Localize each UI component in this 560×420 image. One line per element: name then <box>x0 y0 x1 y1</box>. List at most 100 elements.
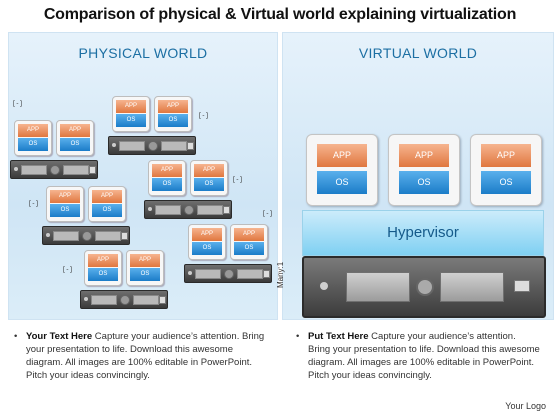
logo-text: Your Logo <box>505 401 546 411</box>
drive-bay <box>91 295 117 305</box>
app-block: APP <box>130 254 160 267</box>
physical-world-heading: PHYSICAL WORLD <box>78 45 208 61</box>
drive-bay <box>346 272 410 302</box>
drive-bay <box>119 141 145 151</box>
drive-bay <box>195 269 221 279</box>
app-block: APP <box>116 100 146 113</box>
left-bullet-lead: Your Text Here <box>26 331 93 342</box>
server-led <box>14 167 18 171</box>
virtual-machine: APP OS <box>388 134 460 206</box>
virtual-world-heading: VIRTUAL WORLD <box>358 45 478 61</box>
os-block: OS <box>194 178 224 191</box>
drive-bay <box>197 205 223 215</box>
server-box <box>144 200 232 219</box>
bullet-icon: • <box>14 331 18 342</box>
app-block: APP <box>158 100 188 113</box>
hypervisor-layer: Hypervisor <box>302 210 544 256</box>
right-bullet-text: • Put Text Here Capture your audience’s … <box>296 330 540 382</box>
server-box <box>108 136 196 155</box>
os-block: OS <box>116 114 146 127</box>
port-icon <box>89 166 96 174</box>
drive-bay <box>63 165 89 175</box>
server-led <box>112 143 116 147</box>
server-box <box>184 264 272 283</box>
virtual-machine: APP OS <box>470 134 542 206</box>
app-block: APP <box>88 254 118 267</box>
port-icon <box>187 142 194 150</box>
app-block: APP <box>317 144 367 167</box>
server-box <box>42 226 130 245</box>
os-block: OS <box>481 171 531 194</box>
app-block: APP <box>194 164 224 177</box>
one-to-one-tag: [-] <box>28 200 39 207</box>
server-led <box>84 297 88 301</box>
one-to-one-tag: [-] <box>262 210 273 217</box>
virtual-machine: APP OS <box>306 134 378 206</box>
port-icon <box>514 280 530 292</box>
server-box <box>80 290 168 309</box>
left-bullet-text: • Your Text Here Capture your audience’s… <box>14 330 268 382</box>
os-block: OS <box>92 204 122 217</box>
bullet-icon: • <box>296 331 300 342</box>
power-button-icon <box>120 295 130 305</box>
power-button-icon <box>148 141 158 151</box>
drive-bay <box>440 272 504 302</box>
one-to-one-tag: [-] <box>232 176 243 183</box>
one-to-one-tag: [-] <box>198 112 209 119</box>
os-block: OS <box>152 178 182 191</box>
app-block: APP <box>192 228 222 241</box>
power-button-icon <box>50 165 60 175</box>
os-block: OS <box>88 268 118 281</box>
app-block: APP <box>92 190 122 203</box>
power-button-icon <box>224 269 234 279</box>
power-button-icon <box>82 231 92 241</box>
slide-title: Comparison of physical & Virtual world e… <box>43 6 517 23</box>
os-block: OS <box>399 171 449 194</box>
os-block: OS <box>18 138 48 151</box>
many-to-one-label: Many:1 <box>276 261 285 288</box>
app-block: APP <box>481 144 531 167</box>
os-block: OS <box>317 171 367 194</box>
port-icon <box>159 296 166 304</box>
port-icon <box>223 206 230 214</box>
app-block: APP <box>152 164 182 177</box>
server-led <box>188 271 192 275</box>
power-button-icon <box>416 278 434 296</box>
app-block: APP <box>50 190 80 203</box>
os-block: OS <box>60 138 90 151</box>
app-block: APP <box>18 124 48 137</box>
left-bullet-body: Capture your audience’s attention. Bring… <box>26 331 265 381</box>
server-led <box>46 233 50 237</box>
physical-server <box>302 256 546 318</box>
drive-bay <box>53 231 79 241</box>
drive-bay <box>155 205 181 215</box>
app-block: APP <box>234 228 264 241</box>
server-box <box>10 160 98 179</box>
app-block: APP <box>399 144 449 167</box>
app-block: APP <box>60 124 90 137</box>
drive-bay <box>21 165 47 175</box>
os-block: OS <box>50 204 80 217</box>
right-bullet-body: Capture your audience’s attention. Bring… <box>308 331 540 381</box>
drive-bay <box>133 295 159 305</box>
drive-bay <box>237 269 263 279</box>
drive-bay <box>161 141 187 151</box>
one-to-one-tag: [-] <box>62 266 73 273</box>
one-to-one-tag: [-] <box>12 100 23 107</box>
